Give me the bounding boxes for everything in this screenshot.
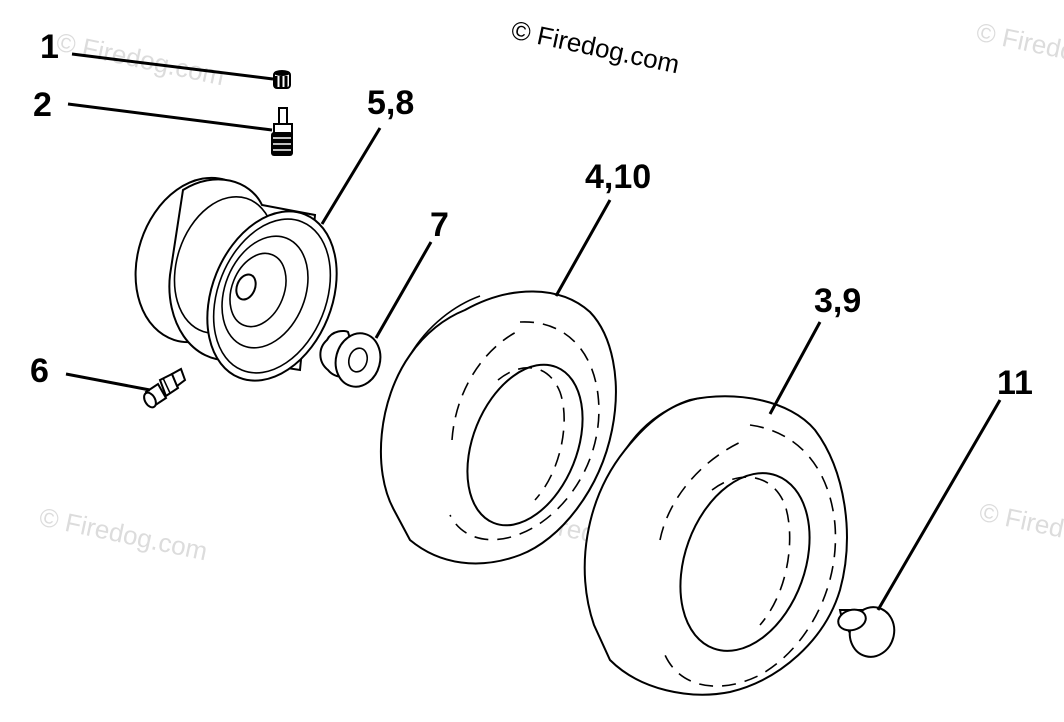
callout-1[interactable]: 1 — [40, 28, 59, 66]
watermark-text: © Firedog.com — [509, 15, 682, 80]
callout-4-10[interactable]: 4,10 — [585, 158, 651, 196]
rear-tire-icon[interactable] — [583, 395, 848, 696]
callout-5-8[interactable]: 5,8 — [367, 84, 414, 122]
watermark-tile: © Firedog.com — [54, 27, 227, 92]
callout-2[interactable]: 2 — [33, 86, 52, 124]
valve-cap-icon[interactable] — [273, 70, 291, 89]
callout-6[interactable]: 6 — [30, 352, 49, 390]
callout-7[interactable]: 7 — [430, 206, 449, 244]
valve-stem-icon[interactable] — [271, 107, 293, 156]
watermark-tile: © Firedog.com — [977, 497, 1064, 562]
grease-fitting-icon[interactable] — [142, 367, 187, 409]
callout-3-9[interactable]: 3,9 — [814, 282, 861, 320]
leader-line-410 — [554, 199, 612, 297]
watermark-tile: © Firedog.com — [974, 17, 1064, 82]
hub-cap-icon[interactable] — [836, 602, 900, 662]
leader-line-7 — [374, 241, 433, 339]
bushing-icon[interactable] — [319, 328, 386, 392]
leader-line-58 — [320, 127, 382, 225]
callout-11[interactable]: 11 — [997, 364, 1033, 402]
watermark-tile: © Firedog.com — [37, 502, 210, 567]
leader-line-11 — [876, 399, 1002, 611]
leader-line-2 — [67, 102, 273, 132]
leader-line-39 — [768, 321, 822, 415]
wheel-rim-icon[interactable] — [115, 161, 361, 400]
leader-line-6 — [65, 372, 151, 392]
front-tire-icon[interactable] — [379, 290, 617, 565]
leader-line-1 — [71, 52, 274, 81]
